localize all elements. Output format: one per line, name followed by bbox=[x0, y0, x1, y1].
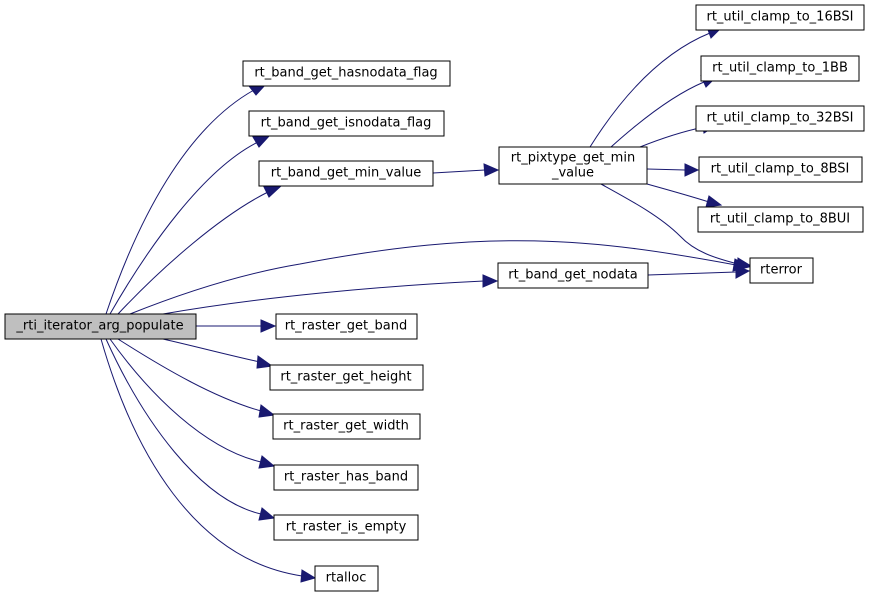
node-clamp8u-label: rt_util_clamp_to_8BUI bbox=[710, 212, 850, 227]
node-pixmin-label-line1: rt_pixtype_get_min bbox=[511, 151, 635, 166]
node-hasband[interactable]: rt_raster_has_band bbox=[273, 464, 419, 491]
node-pixmin-label-line2: _value bbox=[551, 166, 594, 181]
node-width-label: rt_raster_get_width bbox=[283, 419, 409, 434]
node-height-label: rt_raster_get_height bbox=[280, 370, 411, 385]
edge-root-width bbox=[117, 338, 276, 418]
node-nodata-label: rt_band_get_nodata bbox=[508, 268, 637, 283]
edge-root-rtalloc bbox=[100, 338, 317, 583]
node-hasnodata[interactable]: rt_band_get_hasnodata_flag bbox=[242, 60, 451, 87]
edge-root-hasnodata bbox=[105, 83, 268, 315]
node-clamp16[interactable]: rt_util_clamp_to_16BSI bbox=[695, 4, 865, 31]
edge-pixmin-clamp8u bbox=[646, 183, 723, 208]
node-clamp1-label: rt_util_clamp_to_1BB bbox=[712, 61, 848, 76]
node-pixmin[interactable]: rt_pixtype_get_min _value bbox=[498, 146, 648, 185]
node-width[interactable]: rt_raster_get_width bbox=[272, 413, 421, 440]
node-root-label: _rti_iterator_arg_populate bbox=[15, 319, 183, 334]
node-isnodata-label: rt_band_get_isnodata_flag bbox=[261, 116, 432, 131]
edge-minval-pixmin bbox=[432, 163, 500, 177]
node-nodata[interactable]: rt_band_get_nodata bbox=[497, 262, 649, 289]
edge-root-hasband bbox=[109, 338, 276, 469]
node-rterror-label: rterror bbox=[760, 263, 803, 278]
node-height[interactable]: rt_raster_get_height bbox=[269, 364, 424, 391]
node-rtalloc-label: rtalloc bbox=[326, 571, 367, 586]
node-clamp32-label: rt_util_clamp_to_32BSI bbox=[706, 111, 853, 126]
node-root[interactable]: _rti_iterator_arg_populate bbox=[4, 313, 197, 340]
node-hasband-label: rt_raster_has_band bbox=[284, 470, 408, 485]
edge-pixmin-clamp8 bbox=[646, 163, 700, 177]
node-isempty[interactable]: rt_raster_is_empty bbox=[273, 514, 419, 541]
edge-pixmin-rterror bbox=[600, 183, 753, 271]
node-getband-label: rt_raster_get_band bbox=[285, 319, 408, 334]
node-clamp8-label: rt_util_clamp_to_8BSI bbox=[711, 162, 850, 177]
edge-root-getband bbox=[196, 319, 277, 333]
edge-root-height bbox=[162, 338, 274, 369]
edge-root-minval bbox=[117, 185, 283, 315]
node-clamp16-label: rt_util_clamp_to_16BSI bbox=[706, 10, 853, 25]
edge-nodata-rterror bbox=[647, 265, 751, 279]
node-isempty-label: rt_raster_is_empty bbox=[286, 520, 407, 535]
node-getband[interactable]: rt_raster_get_band bbox=[275, 313, 418, 340]
edge-root-isempty bbox=[105, 338, 276, 521]
edge-root-rterror bbox=[129, 240, 751, 315]
node-clamp32[interactable]: rt_util_clamp_to_32BSI bbox=[695, 105, 865, 132]
node-clamp1[interactable]: rt_util_clamp_to_1BB bbox=[700, 55, 860, 82]
node-clamp8[interactable]: rt_util_clamp_to_8BSI bbox=[698, 156, 863, 183]
node-clamp8u[interactable]: rt_util_clamp_to_8BUI bbox=[697, 206, 864, 233]
node-minval[interactable]: rt_band_get_min_value bbox=[258, 160, 434, 187]
node-isnodata[interactable]: rt_band_get_isnodata_flag bbox=[248, 110, 445, 137]
edge-root-isnodata bbox=[109, 134, 272, 315]
edge-root-nodata bbox=[162, 274, 499, 315]
node-rterror[interactable]: rterror bbox=[749, 257, 814, 284]
node-hasnodata-label: rt_band_get_hasnodata_flag bbox=[254, 66, 437, 81]
node-minval-label: rt_band_get_min_value bbox=[271, 166, 422, 181]
node-rtalloc[interactable]: rtalloc bbox=[314, 565, 379, 592]
